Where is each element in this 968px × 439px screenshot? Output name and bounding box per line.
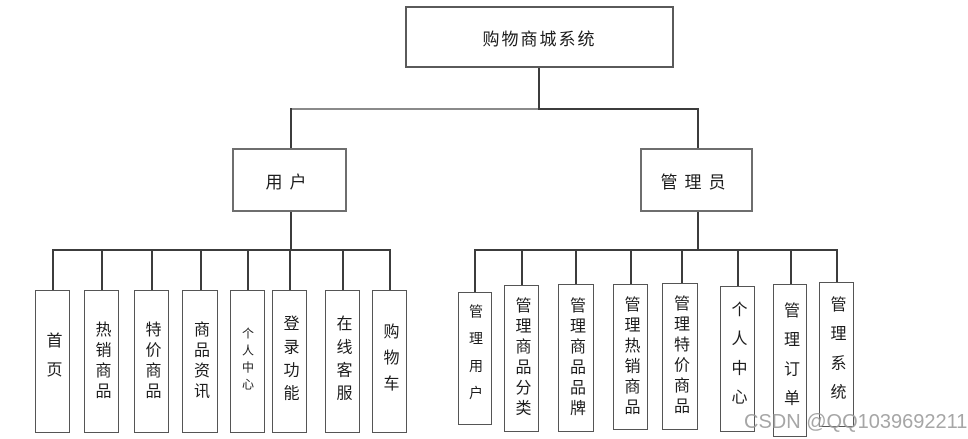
node-home: 首页: [35, 290, 70, 433]
leaf-label: 在线客服: [333, 315, 353, 408]
connector-drop: [200, 249, 202, 290]
leaf-label: 特价商品: [142, 320, 162, 403]
node-user-label: 用户: [265, 172, 314, 193]
connector-level1-horizontal-right: [538, 108, 698, 110]
connector-drop: [575, 249, 577, 284]
connector-drop: [289, 249, 291, 290]
connector-drop: [342, 249, 344, 290]
node-special-products: 特价商品: [134, 290, 169, 433]
leaf-label: 管理订单: [781, 302, 800, 419]
leaf-label: 管理热销商品: [621, 295, 641, 419]
leaf-label: 购物车: [380, 322, 400, 401]
leaf-label: 热销商品: [92, 320, 112, 403]
connector-drop: [521, 249, 523, 285]
node-manage-product-brands: 管理商品品牌: [558, 284, 594, 432]
node-personal-center-admin: 个人中心: [720, 286, 755, 432]
node-manage-special-products: 管理特价商品: [662, 283, 698, 430]
leaf-label: 管理用户: [467, 303, 483, 414]
leaf-label: 登录功能: [280, 315, 300, 408]
node-manage-system: 管理系统: [819, 282, 854, 427]
node-root-system: 购物商城系统: [405, 6, 674, 68]
node-login-function: 登录功能: [272, 290, 307, 433]
node-online-service: 在线客服: [325, 290, 360, 433]
connector-drop: [630, 249, 632, 284]
leaf-label: 管理特价商品: [671, 295, 690, 418]
node-shopping-cart: 购物车: [372, 290, 407, 433]
connector-root-stem: [538, 68, 540, 109]
connector-drop: [836, 249, 838, 282]
connector-drop: [474, 249, 476, 292]
node-user: 用户: [232, 148, 347, 212]
connector-level1-horizontal-left: [290, 108, 539, 110]
connector-user-bus: [52, 249, 390, 251]
connector-drop: [52, 249, 54, 290]
node-root-label: 购物商城系统: [482, 29, 597, 50]
connector-drop: [247, 249, 249, 290]
connector-drop: [681, 249, 683, 283]
connector-drop: [389, 249, 391, 290]
node-personal-center-user: 个人中心: [230, 290, 265, 433]
node-manage-users: 管理用户: [458, 292, 492, 425]
connector-user-stem-bottom: [290, 212, 292, 250]
leaf-label: 个人中心: [728, 300, 748, 418]
node-manage-orders: 管理订单: [773, 284, 807, 437]
node-admin-label: 管理员: [660, 172, 733, 193]
leaf-label: 首页: [43, 332, 63, 391]
connector-user-stem-top: [290, 108, 292, 148]
node-product-news: 商品资讯: [182, 290, 218, 433]
leaf-label: 管理商品分类: [512, 297, 532, 420]
node-hot-products: 热销商品: [84, 290, 119, 433]
connector-admin-stem-top: [697, 108, 699, 148]
connector-admin-bus: [474, 249, 837, 251]
node-manage-hot-products: 管理热销商品: [613, 284, 648, 430]
leaf-label: 商品资讯: [191, 320, 210, 403]
connector-admin-stem-bottom: [697, 212, 699, 250]
connector-drop: [151, 249, 153, 290]
leaf-label: 管理商品品牌: [567, 296, 586, 420]
node-manage-product-categories: 管理商品分类: [504, 285, 539, 432]
connector-drop: [737, 249, 739, 286]
connector-drop: [101, 249, 103, 290]
leaf-label: 管理系统: [827, 296, 847, 413]
connector-drop: [790, 249, 792, 284]
leaf-label: 个人中心: [240, 327, 255, 396]
node-admin: 管理员: [640, 148, 753, 212]
